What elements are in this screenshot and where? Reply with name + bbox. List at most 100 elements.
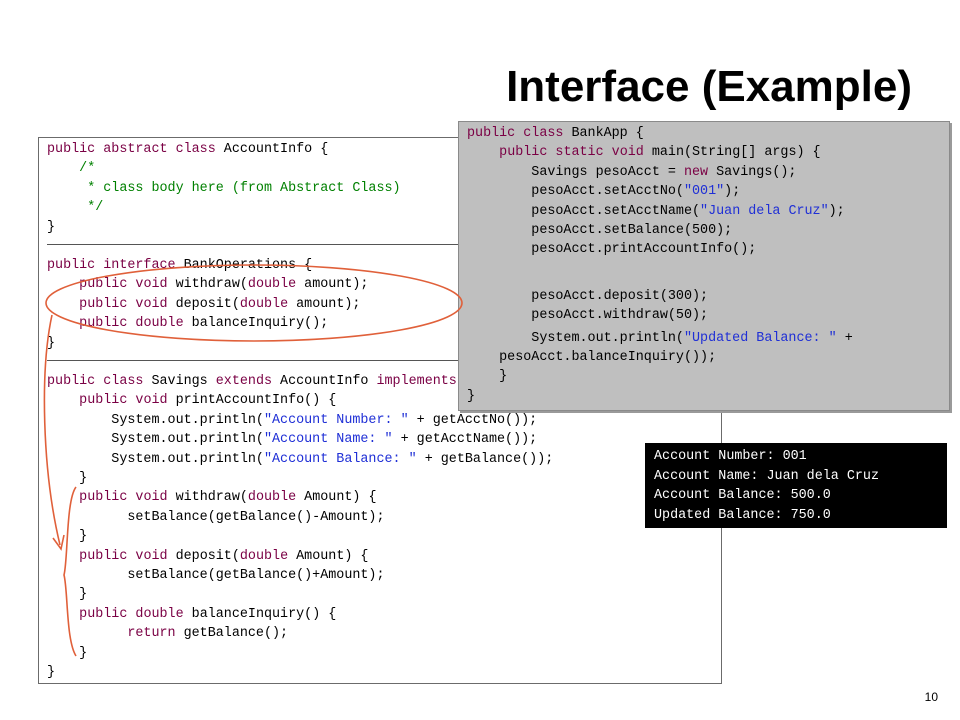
code-text: } (467, 388, 476, 404)
separator-2 (47, 360, 712, 361)
code-string: "Updated Balance: " (683, 330, 837, 346)
code-keyword: public void (79, 490, 168, 506)
code-text: pesoAcct.setAcctNo( (467, 184, 684, 200)
code-comment: * class body here (from Abstract Class) (87, 180, 401, 196)
console-line: Account Number: 001 (654, 449, 807, 464)
code-line: System.out.println("Account Number: " + … (47, 411, 537, 430)
code-line: pesoAcct.setAcctNo("001"); (467, 182, 740, 201)
code-text: deposit( (167, 296, 240, 312)
code-line: pesoAcct.balanceInquiry()); (467, 348, 716, 367)
code-text: } (47, 529, 88, 545)
code-text: } (47, 587, 88, 603)
interface-methods-highlight-oval (45, 264, 463, 342)
code-line: pesoAcct.setAcctName("Juan dela Cruz"); (467, 202, 845, 221)
code-line: } (47, 218, 55, 237)
code-text: balanceInquiry(); (183, 316, 329, 332)
code-text: pesoAcct.withdraw(50); (467, 308, 709, 324)
code-line: System.out.println("Updated Balance: " + (467, 329, 853, 348)
code-keyword: public interface (47, 258, 176, 273)
console-line: Account Balance: 500.0 (654, 488, 831, 504)
code-line: public void deposit(double amount); (47, 295, 360, 314)
code-line: pesoAcct.deposit(300); (467, 287, 708, 306)
code-keyword: new (683, 164, 709, 180)
code-line: pesoAcct.setBalance(500); (467, 221, 732, 240)
code-line: pesoAcct.withdraw(50); (467, 306, 708, 325)
code-text: Amount) { (296, 490, 377, 506)
implemented-methods-brace (63, 486, 77, 657)
code-line: public void withdraw(double amount); (47, 275, 368, 294)
bankapp-code-panel: public class BankApp { public static voi… (458, 121, 950, 411)
code-text: + (836, 330, 853, 346)
code-text: + getAcctName()); (392, 432, 538, 448)
code-text: } (47, 471, 88, 486)
code-string: "001" (683, 184, 725, 200)
code-comment: /* (79, 161, 96, 177)
code-line: System.out.println("Account Balance: " +… (47, 450, 553, 469)
code-keyword: public class (47, 374, 144, 389)
code-keyword: public void (79, 393, 168, 409)
code-text: withdraw( (167, 277, 248, 293)
code-line: /* (47, 159, 95, 178)
code-string: "Account Name: " (263, 432, 393, 448)
code-keyword: public void (79, 277, 168, 293)
code-text: pesoAcct.setAcctName( (467, 203, 701, 219)
code-keyword: public abstract class (47, 142, 216, 157)
code-line: } (47, 663, 55, 682)
connector-arrow-line (43, 314, 61, 546)
code-line: public void deposit(double Amount) { (47, 547, 368, 566)
code-line: public class BankApp { (467, 124, 644, 143)
code-text: System.out.println( (47, 432, 264, 448)
code-line: } (467, 367, 507, 386)
code-string: "Account Number: " (263, 412, 409, 428)
code-text: printAccountInfo() { (167, 393, 337, 409)
code-text: main(String[] args) { (643, 145, 821, 161)
code-text: setBalance(getBalance()+Amount); (47, 568, 385, 583)
console-line: Updated Balance: 750.0 (654, 507, 831, 523)
code-text: System.out.println( (47, 451, 264, 467)
code-line: public double balanceInquiry() { (47, 605, 336, 624)
code-line: pesoAcct.printAccountInfo(); (467, 240, 756, 259)
code-text: } (467, 369, 508, 385)
code-comment: */ (87, 200, 104, 216)
code-keyword: extends (215, 374, 273, 389)
code-string: "Account Balance: " (263, 451, 417, 467)
code-line: } (47, 644, 87, 663)
code-text: System.out.println( (47, 412, 264, 428)
code-keyword: return (127, 626, 176, 642)
code-line: public abstract class AccountInfo { (47, 140, 328, 159)
code-text: amount); (288, 296, 361, 312)
separator-1 (47, 244, 712, 245)
code-text: amount); (296, 277, 369, 293)
page-number: 10 (924, 690, 938, 704)
code-line: Savings pesoAcct = new Savings(); (467, 163, 796, 182)
code-keyword: public static void (499, 145, 644, 161)
code-text: AccountInfo (272, 374, 377, 389)
code-text: pesoAcct.deposit(300); (467, 288, 709, 304)
code-text: ); (724, 184, 741, 200)
code-keyword: public void (79, 548, 168, 564)
code-text: pesoAcct.balanceInquiry()); (467, 350, 717, 365)
code-text: pesoAcct.printAccountInfo(); (467, 242, 757, 258)
code-text: + getAcctNo()); (408, 412, 538, 428)
code-text: pesoAcct.setBalance(500); (467, 223, 733, 238)
code-line: } (467, 387, 475, 406)
code-text: AccountInfo { (215, 142, 329, 157)
code-line: } (47, 334, 55, 353)
code-text: Amount) { (288, 548, 369, 564)
code-line: } (47, 527, 87, 546)
code-text: } (47, 219, 56, 235)
code-text: ); (828, 203, 845, 219)
code-text: System.out.println( (467, 330, 684, 346)
code-line: } (47, 585, 87, 604)
slide-title: Interface (Example) (506, 62, 912, 111)
code-keyword: public class (467, 126, 564, 141)
code-line: public void printAccountInfo() { (47, 391, 336, 410)
code-text: } (47, 665, 56, 680)
code-text: Savings(); (708, 164, 797, 180)
code-text: BankApp { (563, 126, 644, 141)
code-line: return getBalance(); (47, 624, 288, 643)
console-line: Account Name: Juan dela Cruz (654, 468, 879, 484)
code-string: "Juan dela Cruz" (700, 203, 829, 219)
code-text: } (47, 645, 88, 661)
